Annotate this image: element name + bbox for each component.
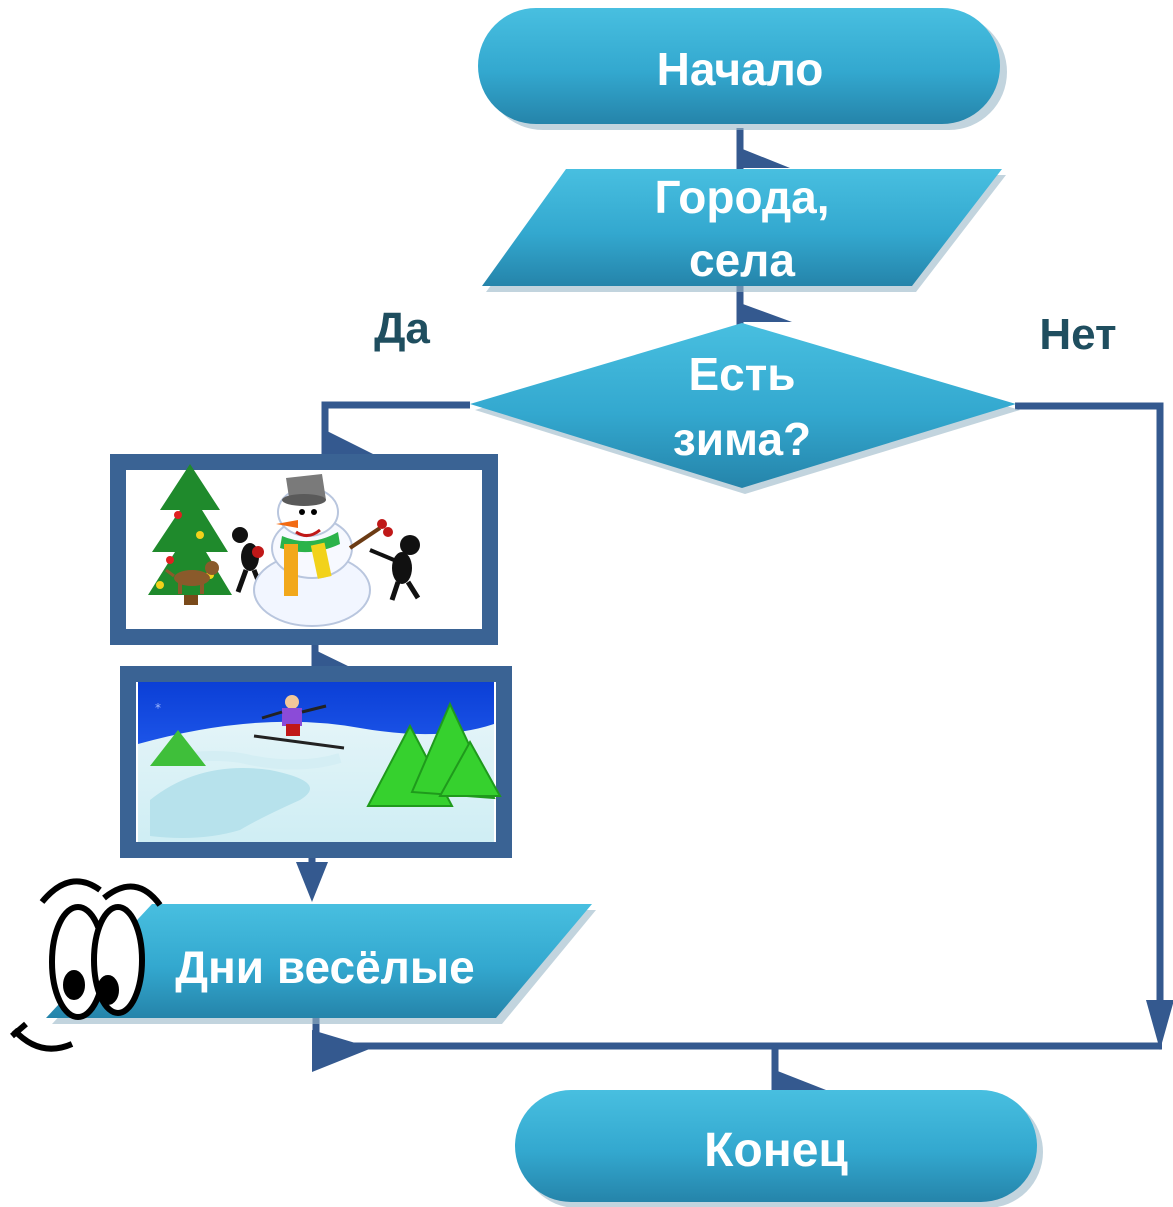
- decision-diamond: Есть зима?: [470, 323, 1020, 494]
- arrowhead-input: [740, 303, 792, 322]
- arrowhead-output-down: [296, 862, 328, 902]
- end-terminator: Конец: [515, 1090, 1043, 1207]
- arrowhead-no-down: [1146, 1000, 1173, 1050]
- start-terminator: Начало: [478, 8, 1007, 130]
- input-label-line1: Города,: [654, 171, 829, 223]
- figure-right-icon: [369, 535, 421, 601]
- output-label: Дни весёлые: [175, 941, 475, 993]
- branch-no-label: Нет: [1039, 310, 1116, 359]
- arrowhead-merge-left: [312, 1030, 372, 1072]
- input-parallelogram: Города, села: [482, 169, 1006, 292]
- figure-left-icon: [232, 527, 265, 593]
- arrowhead-yes: [325, 430, 375, 455]
- skier-picture: *: [120, 666, 512, 858]
- pine-trees-icon: [366, 701, 502, 807]
- decision-label-line2: зима?: [673, 413, 811, 465]
- arrowhead-end: [775, 1070, 826, 1090]
- cartoon-eyes-icon: [10, 878, 163, 1052]
- svg-text:*: *: [155, 701, 161, 715]
- arrowhead-start: [740, 148, 790, 168]
- skier-icon: [253, 695, 345, 750]
- snowman-picture: [110, 454, 498, 645]
- connector-no-branch: [1015, 402, 1164, 1010]
- end-label: Конец: [704, 1124, 848, 1177]
- arrowhead-picture1: [315, 650, 350, 667]
- input-label-line2: села: [689, 234, 795, 286]
- branch-yes-label: Да: [374, 304, 430, 353]
- output-parallelogram: Дни весёлые: [46, 904, 596, 1024]
- decision-label-line1: Есть: [688, 348, 795, 400]
- small-tree-icon: [150, 730, 206, 766]
- start-label: Начало: [657, 43, 824, 95]
- dog-icon: [165, 561, 219, 594]
- arrowheads: [296, 148, 1173, 1090]
- snowman-icon: [253, 474, 393, 627]
